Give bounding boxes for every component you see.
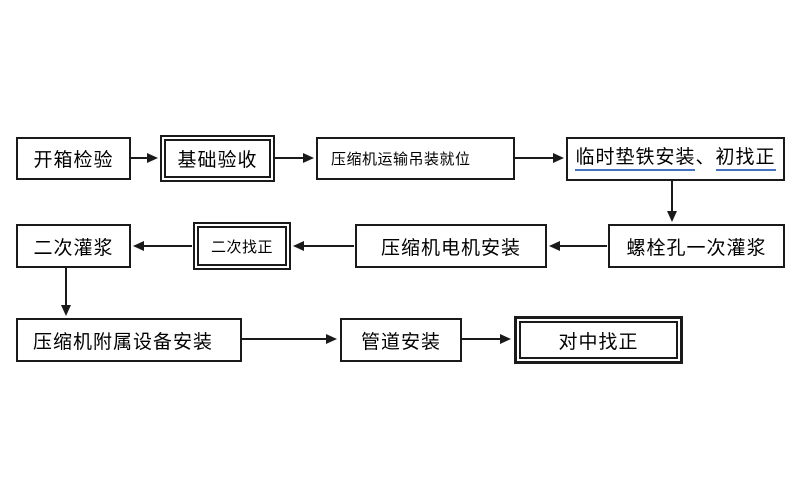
flow-node-label: 压缩机附属设备安装 xyxy=(33,331,214,353)
flow-node-bolt-hole-first-grouting: 螺栓孔一次灌浆 xyxy=(608,224,785,268)
flow-node-label: 压缩机电机安装 xyxy=(380,237,521,259)
underlined-segment: 临时垫铁安装 xyxy=(575,147,696,172)
flow-node-label: 二次灌浆 xyxy=(33,237,114,259)
flow-node-compressor-auxiliary-equipment-installation: 压缩机附属设备安装 xyxy=(16,318,242,362)
flow-node-label: 压缩机运输吊装就位 xyxy=(331,151,471,168)
flow-node-unboxing-inspection: 开箱检验 xyxy=(16,137,131,180)
flow-node-label: 基础验收 xyxy=(177,150,258,171)
flow-node-temporary-shim-install-initial-alignment: 临时垫铁安装、初找正 xyxy=(566,137,785,181)
flow-node-foundation-acceptance: 基础验收 xyxy=(160,135,275,182)
flow-node-label: 二次找正 xyxy=(210,238,273,256)
double-border-frame: 二次找正 xyxy=(197,226,287,266)
double-border-frame: 对中找正 xyxy=(519,321,678,359)
flow-node-label: 开箱检验 xyxy=(33,150,114,171)
flow-node-compressor-transport-hoisting: 压缩机运输吊装就位 xyxy=(316,137,515,180)
double-border-frame: 基础验收 xyxy=(164,139,271,178)
underlined-segment: 初找正 xyxy=(715,147,776,172)
flow-node-label: 螺栓孔一次灌浆 xyxy=(626,237,767,259)
flow-node-label: 临时垫铁安装、初找正 xyxy=(575,146,776,172)
flow-node-compressor-motor-installation: 压缩机电机安装 xyxy=(355,224,547,268)
flow-node-piping-installation: 管道安装 xyxy=(340,318,462,362)
flow-node-second-alignment: 二次找正 xyxy=(193,222,291,270)
flow-node-label: 管道安装 xyxy=(360,331,441,353)
flow-node-label: 对中找正 xyxy=(558,331,639,353)
flow-node-second-grouting: 二次灌浆 xyxy=(16,224,131,268)
plain-segment: 、 xyxy=(695,146,716,168)
flow-node-centering-alignment: 对中找正 xyxy=(514,316,683,364)
